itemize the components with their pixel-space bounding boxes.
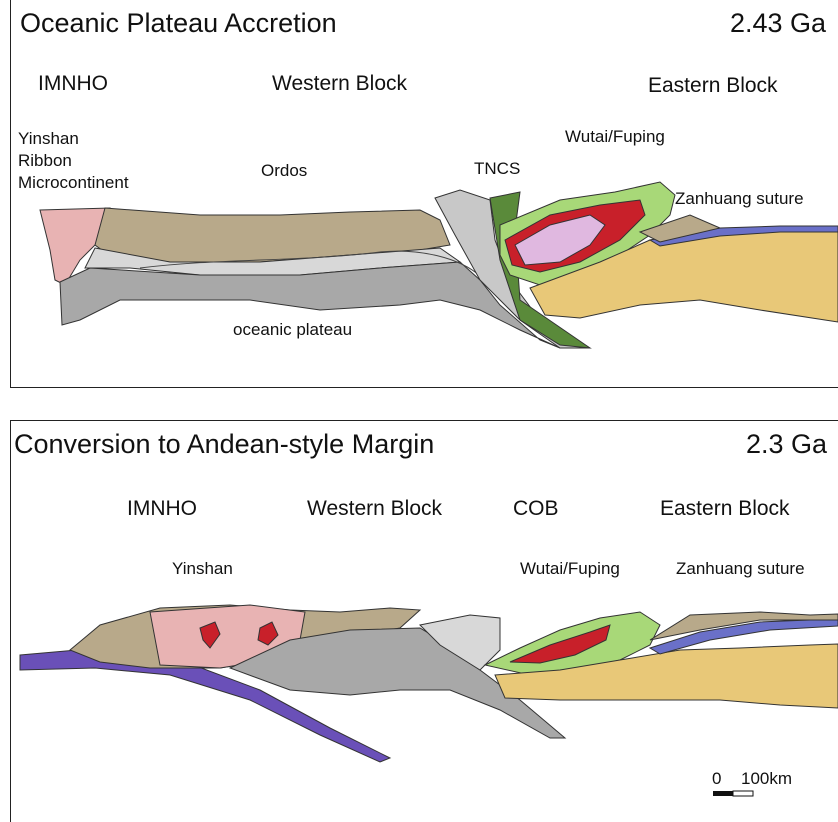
scale-bar-white <box>733 791 753 796</box>
section-1 <box>40 182 838 348</box>
scale-bar-black <box>713 791 733 796</box>
section-2 <box>20 605 838 796</box>
